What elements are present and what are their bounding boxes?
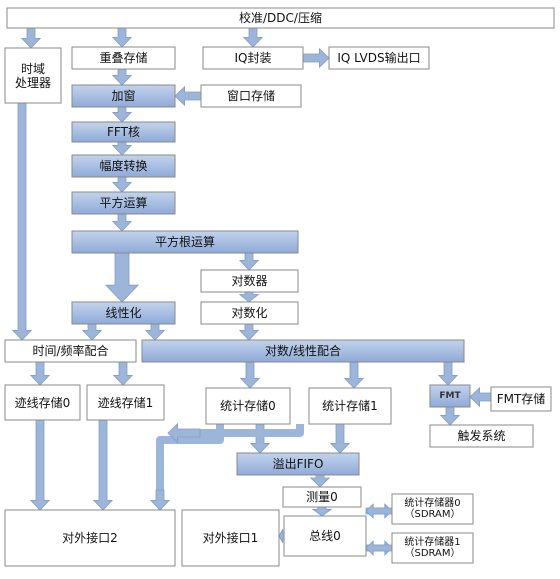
- connector-stat1-merge-line: [185, 424, 304, 437]
- arrow-loglin-stat1: [343, 361, 365, 389]
- block-linearize: [71, 301, 176, 325]
- block-trigger: [429, 424, 534, 448]
- arrow-linearize-loglin: [144, 323, 166, 341]
- arrow-mag-square: [111, 176, 133, 193]
- block-iqpack: [202, 46, 304, 70]
- arrow-calib-timedomain: [20, 27, 42, 49]
- block-iface2: [4, 509, 176, 567]
- arrow-stat0-fifo: [249, 423, 271, 454]
- arrow-fifo-measure: [309, 474, 331, 488]
- arrow-measure-bus: [311, 506, 333, 517]
- block-sram0: [391, 493, 474, 525]
- arrow-bus-sram0-left: [365, 503, 393, 519]
- arrow-window-fft: [111, 106, 133, 123]
- block-stat0: [205, 387, 291, 425]
- block-stat1: [308, 387, 392, 425]
- arrow-iqpack-iqlvds: [302, 47, 330, 69]
- arrow-merge-left: [167, 422, 201, 444]
- block-fifo: [236, 452, 360, 476]
- arrow-loglin-stat0: [239, 361, 261, 389]
- block-trace0: [4, 384, 81, 421]
- block-logize: [200, 301, 299, 325]
- block-iface1: [181, 509, 280, 567]
- arrow-bus-sram1-left: [365, 540, 393, 556]
- block-window: [71, 84, 176, 108]
- block-measure: [282, 486, 362, 508]
- block-winstore: [200, 84, 302, 108]
- arrow-square-sqrt: [111, 213, 133, 232]
- arrow-trace0-iface2: [29, 419, 51, 511]
- arrow-bus-iface1: [278, 528, 285, 544]
- block-square: [71, 191, 176, 215]
- block-iqlvds: [328, 46, 430, 70]
- block-overlap: [71, 46, 176, 70]
- block-fmt: [429, 384, 471, 408]
- block-fmtstore: [490, 386, 552, 412]
- arrow-timedomain-tfmatch: [11, 102, 33, 341]
- block-fft: [71, 121, 176, 143]
- arrow-sqrt-linearize: [104, 252, 140, 303]
- arrow-fmt-trigger: [439, 406, 461, 426]
- block-bus: [283, 515, 367, 557]
- arrow-tfmatch-trace0: [29, 361, 51, 386]
- arrow-sqrt-log: [238, 252, 260, 271]
- arrow-calib-iqpack: [242, 27, 264, 48]
- arrow-tfmatch-trace1: [112, 361, 134, 386]
- arrow-fmtstore-fmt: [469, 386, 492, 408]
- arrow-merge-iface2: [149, 489, 171, 511]
- arrow-loglin-fmt: [437, 361, 459, 386]
- arrow-fft-mag: [111, 141, 133, 156]
- block-calib: [6, 7, 555, 29]
- block-mag: [71, 154, 176, 178]
- arrow-linearize-tfmatch: [81, 323, 103, 341]
- arrow-logize-loglin: [238, 323, 260, 341]
- arrow-log-logize: [238, 291, 260, 303]
- arrow-trace1-iface2: [92, 419, 114, 511]
- arrow-calib-overlap: [111, 27, 133, 48]
- block-trace1: [86, 384, 165, 421]
- block-log: [200, 269, 299, 293]
- block-tfmatch: [4, 339, 137, 363]
- arrow-stat1-fifo: [329, 423, 351, 454]
- block-timedomain: [4, 47, 62, 104]
- block-sram1: [391, 532, 474, 564]
- arrow-winstore-window: [174, 85, 202, 107]
- block-sqrt: [71, 230, 299, 254]
- arrow-overlap-window: [111, 68, 133, 86]
- block-loglinmatch: [141, 339, 465, 363]
